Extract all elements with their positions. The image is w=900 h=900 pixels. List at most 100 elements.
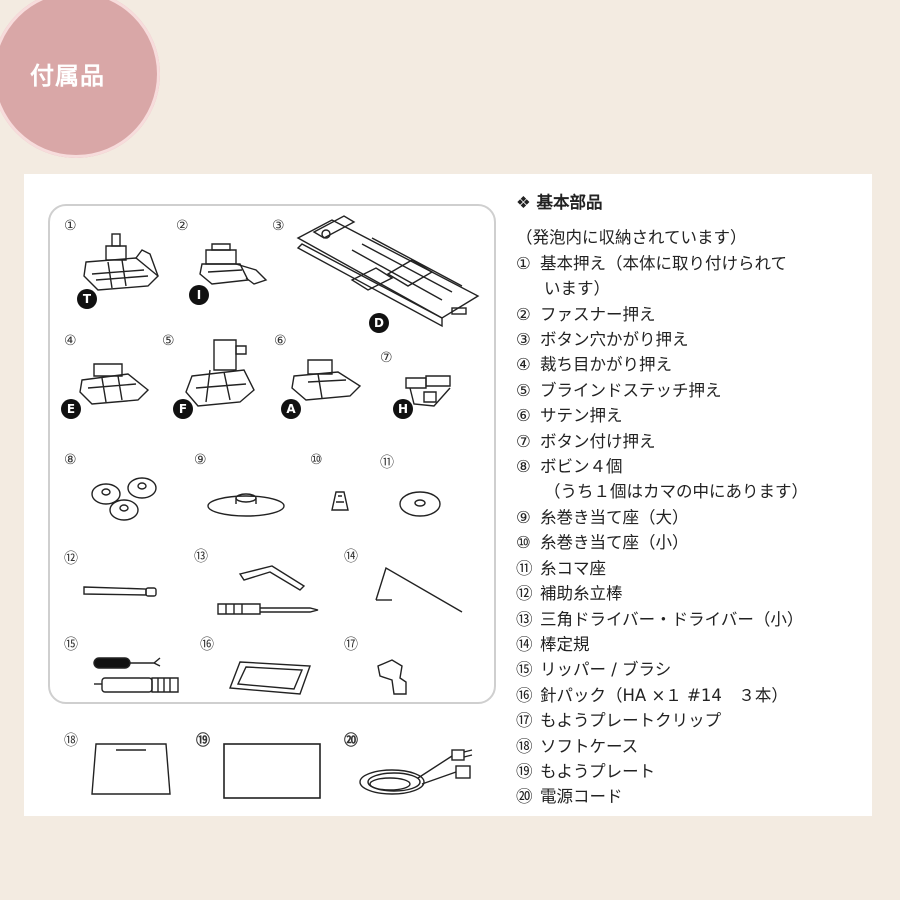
part-number: ④ bbox=[64, 333, 77, 349]
list-item-label: 三角ドライバー・ドライバー（小） bbox=[540, 609, 804, 629]
part-number: ⑧ bbox=[64, 452, 77, 468]
list-item-label: 棒定規 bbox=[540, 634, 590, 654]
list-item-number: ⑰ bbox=[516, 711, 533, 731]
list-item: （うち１個はカマの中にあります） bbox=[516, 479, 856, 504]
seam-ripper-brush-icon bbox=[93, 657, 179, 693]
accessories-badge: 付属品 bbox=[0, 0, 160, 158]
list-item: ⑩ 糸巻き当て座（小） bbox=[516, 530, 856, 555]
part-number: ⑤ bbox=[162, 333, 175, 349]
svg-text:T: T bbox=[83, 292, 92, 306]
list-item-label: ボビン４個 bbox=[540, 457, 623, 477]
spool-felt-icon bbox=[399, 491, 441, 517]
part-number: ⑦ bbox=[380, 350, 393, 366]
seam-guide-icon bbox=[375, 566, 463, 613]
spool-cap-large-icon bbox=[207, 493, 285, 517]
part-number: ③ bbox=[272, 218, 285, 234]
list-item: ⑱ ソフトケース bbox=[516, 734, 856, 759]
bobbin-icon bbox=[91, 477, 157, 521]
list-item-number: ⑭ bbox=[516, 634, 533, 654]
foot-letter-tag: H bbox=[393, 399, 413, 419]
list-item-label: ファスナー押え bbox=[540, 304, 656, 324]
list-item: います） bbox=[516, 276, 856, 301]
list-item: ② ファスナー押え bbox=[516, 302, 856, 327]
list-item-label: ボタン穴かがり押え bbox=[540, 330, 689, 350]
list-item-label: います） bbox=[544, 279, 610, 299]
list-item-label: （発泡内に収納されています） bbox=[516, 228, 747, 248]
list-item-label: ソフトケース bbox=[540, 736, 639, 756]
foot-letter-tag: F bbox=[173, 399, 193, 419]
part-number: ⑩ bbox=[310, 452, 323, 468]
list-item-label: 針パック（HA ×１ #14 ３本） bbox=[540, 685, 788, 705]
part-number: ② bbox=[176, 218, 189, 234]
part-number: ⑱ bbox=[64, 733, 78, 749]
list-item-number: ⑤ bbox=[516, 380, 531, 400]
part-number: ⑬ bbox=[194, 549, 208, 565]
basic-presser-foot-icon bbox=[83, 233, 160, 291]
svg-text:I: I bbox=[197, 288, 201, 302]
svg-text:F: F bbox=[179, 402, 187, 416]
list-item: ⑧ ボビン４個 bbox=[516, 454, 856, 479]
pattern-plate-icon bbox=[223, 743, 321, 799]
list-item-number: ② bbox=[516, 304, 531, 324]
list-item-number: ⑧ bbox=[516, 457, 531, 477]
foot-letter-tag: E bbox=[61, 399, 81, 419]
part-number: ① bbox=[64, 218, 77, 234]
svg-text:E: E bbox=[67, 402, 75, 416]
list-item-label: もようプレート bbox=[540, 761, 656, 781]
part-number: ⑫ bbox=[64, 551, 78, 567]
list-item-number: ⑲ bbox=[516, 761, 533, 781]
list-item-number: ⑥ bbox=[516, 406, 531, 426]
part-number: ⑳ bbox=[344, 733, 358, 749]
parts-list: ❖ 基本部品 （発泡内に収納されています） ① 基本押え（本体に取り付けられています… bbox=[516, 190, 856, 810]
svg-text:D: D bbox=[374, 316, 384, 330]
button-sewing-foot-icon bbox=[405, 375, 451, 407]
list-item-label: 電源コード bbox=[540, 787, 623, 807]
overcasting-foot-icon bbox=[79, 363, 150, 405]
foot-letter-tag: D bbox=[369, 313, 389, 333]
list-item-label: ブラインドステッチ押え bbox=[540, 380, 722, 400]
part-number: ⑪ bbox=[380, 455, 394, 471]
list-item-label: リッパー / ブラシ bbox=[540, 660, 672, 680]
part-number: ⑰ bbox=[344, 637, 358, 653]
list-item-label: 補助糸立棒 bbox=[540, 584, 623, 604]
spool-cap-small-icon bbox=[331, 491, 349, 511]
satin-foot-icon bbox=[291, 359, 362, 401]
screwdriver-icon bbox=[217, 565, 319, 615]
needle-pack-icon bbox=[229, 661, 311, 695]
list-item-label: ボタン付け押え bbox=[540, 431, 656, 451]
list-item-label: もようプレートクリップ bbox=[540, 711, 722, 731]
power-cord-icon bbox=[359, 749, 473, 795]
list-item-number: ① bbox=[516, 253, 531, 273]
badge-label: 付属品 bbox=[30, 62, 105, 90]
part-number: ⑯ bbox=[200, 637, 214, 653]
parts-frame bbox=[48, 204, 496, 704]
soft-case-icon bbox=[91, 743, 171, 795]
list-item-number: ⑨ bbox=[516, 507, 531, 527]
list-title: ❖ 基本部品 bbox=[516, 193, 603, 212]
list-item-number: ⑫ bbox=[516, 584, 533, 604]
list-item: ⑤ ブラインドステッチ押え bbox=[516, 378, 856, 403]
list-item-number: ⑦ bbox=[516, 431, 531, 451]
list-item-number: ⑩ bbox=[516, 533, 531, 553]
list-item-label: 糸コマ座 bbox=[540, 558, 606, 578]
part-number: ⑥ bbox=[274, 333, 287, 349]
list-item: ⑭ 棒定規 bbox=[516, 632, 856, 657]
list-rows: （発泡内に収納されています） ① 基本押え（本体に取り付けられています） ② ファスナー… bbox=[516, 225, 856, 809]
list-item-number: ⑱ bbox=[516, 736, 533, 756]
list-item-label: 基本押え（本体に取り付けられて bbox=[540, 253, 788, 273]
list-item-label: 糸巻き当て座（小） bbox=[540, 533, 689, 553]
list-item-number: ⑪ bbox=[516, 558, 533, 578]
list-item-number: ④ bbox=[516, 355, 531, 375]
blind-stitch-foot-icon bbox=[185, 339, 255, 407]
svg-text:A: A bbox=[286, 402, 296, 416]
list-item: ⑲ もようプレート bbox=[516, 759, 856, 784]
part-number: ⑲ bbox=[196, 733, 210, 749]
part-number: ⑮ bbox=[64, 637, 78, 653]
